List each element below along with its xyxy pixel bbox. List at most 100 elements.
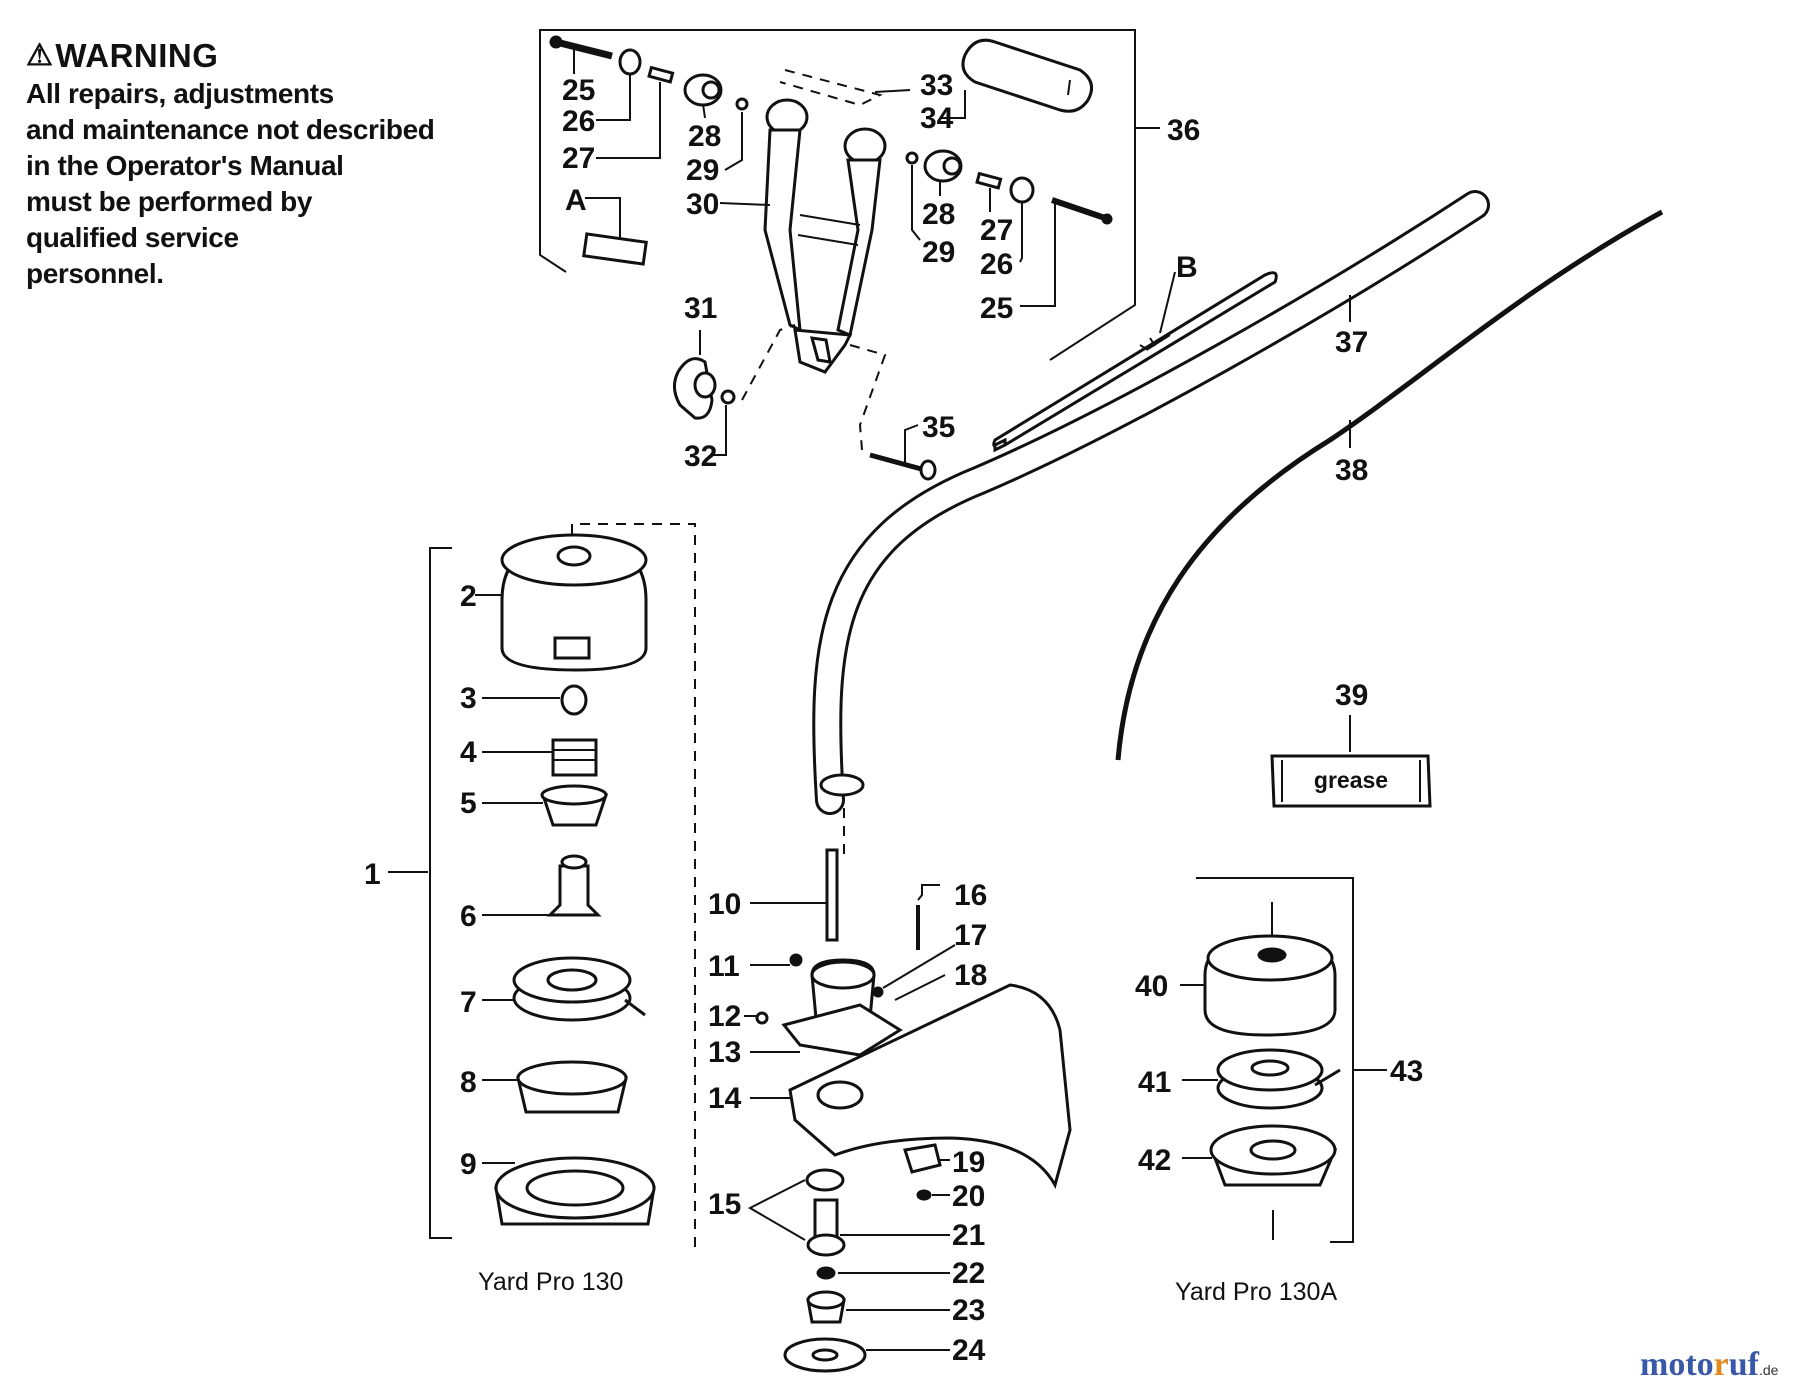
callout-19: 19 xyxy=(952,1146,985,1179)
callout-25-right: 25 xyxy=(980,292,1013,325)
callout-35: 35 xyxy=(922,411,955,444)
callout-39: 39 xyxy=(1335,679,1368,712)
leader-27-left xyxy=(596,82,661,159)
nut-20 xyxy=(916,1189,932,1201)
washer-32 xyxy=(720,389,736,405)
leader-35 xyxy=(904,424,919,465)
bolt-25-right xyxy=(1051,197,1106,221)
washer-26-right xyxy=(1009,176,1035,204)
grease-label: grease xyxy=(1314,767,1388,793)
brand-part: r xyxy=(1713,1346,1729,1383)
warning-notice: ⚠ WARNING All repairs, adjustments and m… xyxy=(26,36,486,292)
drive-10 xyxy=(825,848,839,942)
callout-8: 8 xyxy=(460,1066,477,1099)
washer-22 xyxy=(816,1266,836,1280)
head-assembly-130: 1 2 3 4 5 6 7 xyxy=(364,523,696,1250)
callout-9: 9 xyxy=(460,1148,477,1181)
warning-line: personnel. xyxy=(26,258,164,289)
caption-yard-pro-130: Yard Pro 130 xyxy=(478,1268,624,1296)
callout-37: 37 xyxy=(1335,326,1368,359)
callout-22: 22 xyxy=(952,1257,985,1290)
callout-12: 12 xyxy=(708,1000,741,1033)
warning-line: qualified service xyxy=(26,222,239,253)
decal-33-outline xyxy=(779,69,883,107)
washer-29-left xyxy=(735,97,749,111)
callout-25-top: 25 xyxy=(562,74,595,107)
callout-7: 7 xyxy=(460,986,477,1019)
callout-26-top: 26 xyxy=(562,105,595,138)
handle-group-bracket xyxy=(539,29,1136,361)
callout-23: 23 xyxy=(952,1294,985,1327)
gear-head-assembly: 10 11 12 13 16 17 18 14 15 21 xyxy=(708,808,1072,1373)
callout-24: 24 xyxy=(952,1334,986,1367)
bearing-15-top xyxy=(805,1168,845,1192)
callout-43: 43 xyxy=(1390,1055,1423,1088)
callout-15: 15 xyxy=(708,1188,741,1221)
callout-13: 13 xyxy=(708,1036,741,1069)
callout-42: 42 xyxy=(1138,1144,1171,1177)
handle-frame-30 xyxy=(763,98,887,374)
caption-yard-pro-130a: Yard Pro 130A xyxy=(1175,1278,1338,1306)
decal-A xyxy=(582,232,648,266)
pin-27-left xyxy=(647,65,675,84)
warning-triangle-icon: ⚠ xyxy=(26,39,54,72)
callout-31: 31 xyxy=(684,292,717,325)
leader-30 xyxy=(719,202,771,206)
callout-27-right: 27 xyxy=(980,214,1013,247)
callout-2: 2 xyxy=(460,580,477,613)
dash-31-path xyxy=(741,324,796,401)
warning-title: ⚠ WARNING xyxy=(26,36,486,76)
bracket-19 xyxy=(903,1143,942,1174)
callout-18: 18 xyxy=(954,959,987,992)
brand-part: moto xyxy=(1640,1346,1714,1383)
callout-16: 16 xyxy=(954,879,987,912)
bolt-25-left xyxy=(555,38,613,60)
handle-grip xyxy=(961,38,1094,113)
head-assembly-130a: 43 40 41 42 xyxy=(1135,877,1423,1243)
bracket-43 xyxy=(1196,877,1354,1243)
callout-5: 5 xyxy=(460,787,477,820)
nut-3 xyxy=(560,684,588,716)
knob-31 xyxy=(673,357,717,420)
brand-part: .de xyxy=(1758,1362,1779,1378)
nut-17 xyxy=(872,986,884,998)
washer-26-left xyxy=(618,48,642,76)
label-B: B xyxy=(1176,251,1198,284)
callout-36: 36 xyxy=(1167,114,1200,147)
callout-26-right: 26 xyxy=(980,248,1013,281)
callout-32: 32 xyxy=(684,440,717,473)
label-A: A xyxy=(565,184,587,217)
callout-21: 21 xyxy=(952,1219,985,1252)
callout-30: 30 xyxy=(686,188,719,221)
callout-28-right: 28 xyxy=(922,198,955,231)
leader-29-left xyxy=(724,112,743,171)
dash-35-path xyxy=(849,344,887,451)
leader-15 xyxy=(747,1179,806,1241)
leader-A xyxy=(585,197,621,240)
handle-assembly: 36 34 33 25 26 27 28 29 xyxy=(539,29,1200,481)
leader-33 xyxy=(874,89,911,93)
dash-axis-left xyxy=(571,523,696,1250)
washer-29-right xyxy=(905,151,919,165)
callout-3: 3 xyxy=(460,682,477,715)
callout-28-left: 28 xyxy=(688,120,721,153)
guard-14 xyxy=(788,983,1072,1189)
brand-watermark: motoruf.de xyxy=(1640,1346,1778,1384)
leader-17 xyxy=(882,944,956,989)
brand-part: uf xyxy=(1728,1346,1759,1383)
callout-38: 38 xyxy=(1335,454,1368,487)
callout-11: 11 xyxy=(708,950,740,983)
warning-line: in the Operator's Manual xyxy=(26,150,344,181)
leader-26-left xyxy=(596,74,631,121)
shaft-and-cable xyxy=(812,190,1664,815)
callout-41: 41 xyxy=(1138,1066,1171,1099)
callout-4: 4 xyxy=(460,736,477,769)
callout-20: 20 xyxy=(952,1180,985,1213)
callout-14: 14 xyxy=(708,1082,742,1115)
callout-29-right: 29 xyxy=(922,236,955,269)
bolt-head-left xyxy=(549,35,563,49)
shaft-6 xyxy=(546,864,602,917)
callout-33: 33 xyxy=(920,69,953,102)
grease-packet xyxy=(1270,754,1432,808)
